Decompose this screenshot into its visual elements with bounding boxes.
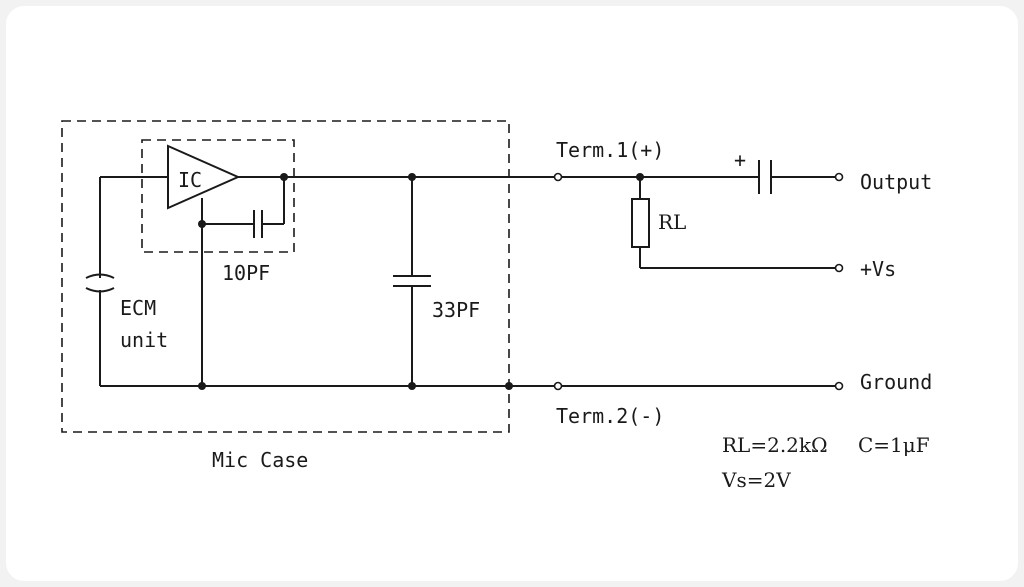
junction-dot (198, 220, 206, 228)
cap-10pf-label: 10PF (222, 261, 270, 285)
ground-node (834, 381, 844, 391)
junction-dot (408, 173, 416, 181)
ic-box (141, 139, 295, 253)
terminal-1-node (553, 172, 563, 182)
output-node (834, 172, 844, 182)
ecm-plate-top (85, 273, 115, 279)
spec-c-label: C=1μF (858, 433, 930, 457)
vs-node (834, 263, 844, 273)
mic-case-label: Mic Case (212, 448, 308, 472)
junction-dot (636, 173, 644, 181)
output-label: Output (860, 170, 932, 194)
junction-dot (408, 382, 416, 390)
rl-label: RL (658, 210, 686, 234)
ic-label: IC (178, 168, 202, 192)
terminal-2-node (553, 381, 563, 391)
ecm-label-line1: ECM (120, 296, 156, 320)
ground-label: Ground (860, 370, 932, 394)
term1-label: Term.1(+) (556, 138, 664, 162)
ecm-label-line2: unit (120, 328, 168, 352)
diagram-card (6, 6, 1018, 581)
junction-dot (280, 173, 288, 181)
spec-rl-label: RL=2.2kΩ (722, 433, 828, 457)
resistor-rl (631, 198, 650, 248)
cap-polarity-label: + (734, 148, 746, 172)
spec-vs-label: Vs=2V (721, 468, 791, 492)
junction-dot (198, 382, 206, 390)
vs-terminal-label: +Vs (860, 257, 896, 281)
term2-label: Term.2(-) (556, 404, 664, 428)
mic-case-box (61, 120, 510, 433)
junction-dot (505, 382, 513, 390)
cap-33pf-label: 33PF (432, 298, 480, 322)
